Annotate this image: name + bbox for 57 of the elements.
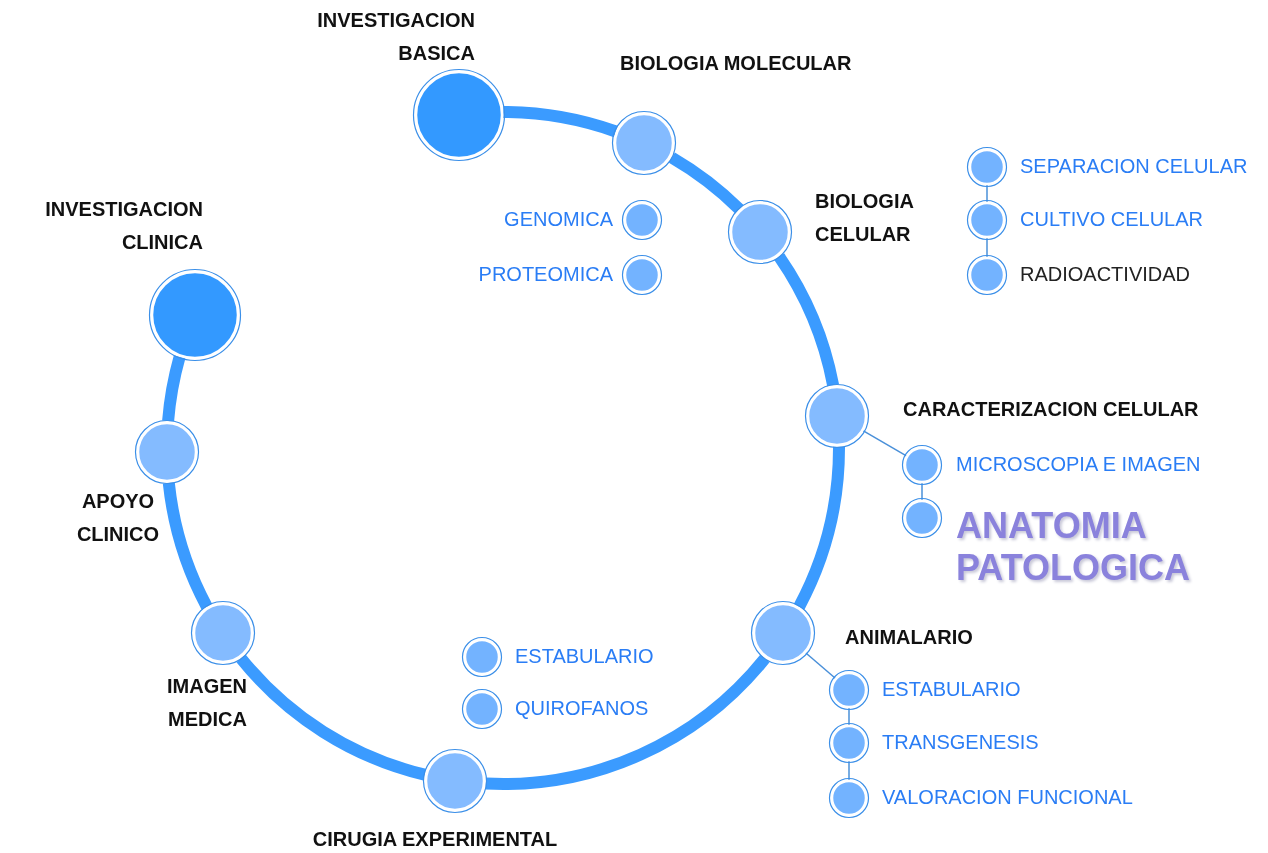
circle-node	[804, 382, 871, 449]
connector-line	[986, 237, 988, 258]
ring-arc	[236, 654, 427, 781]
node-caption: SEPARACION CELULAR	[1020, 154, 1248, 179]
node-caption: ESTABULARIO	[882, 677, 1021, 702]
circle-node	[828, 722, 870, 764]
connector-line	[921, 482, 923, 501]
circle-node	[411, 67, 506, 162]
circle-node	[901, 444, 943, 486]
node-caption: BIOLOGIA MOLECULAR	[620, 51, 852, 76]
node-caption: TRANSGENESIS	[882, 730, 1039, 755]
circle-node	[828, 669, 870, 711]
node-caption: PROTEOMICA	[478, 262, 613, 287]
ring-arc	[162, 355, 186, 422]
ring-arc	[162, 482, 213, 610]
circle-node	[461, 636, 503, 678]
connector-line	[986, 184, 988, 203]
node-caption: GENOMICA	[504, 207, 613, 232]
circle-node	[422, 747, 489, 814]
connector-line	[848, 760, 850, 781]
circle-node	[828, 777, 870, 819]
circle-node	[189, 600, 256, 667]
connector-line	[805, 652, 837, 680]
node-caption: CIRUGIA EXPERIMENTAL	[311, 827, 559, 852]
node-caption: INVESTIGACION BASICA	[316, 8, 475, 66]
connector-line	[862, 430, 908, 457]
node-caption: APOYO CLINICO	[75, 489, 161, 547]
node-caption: INVESTIGACION CLINICA	[44, 197, 203, 255]
node-caption: BIOLOGIA CELULAR	[815, 189, 915, 247]
node-caption: RADIOACTIVIDAD	[1020, 262, 1191, 287]
ring-arc	[774, 253, 839, 387]
circle-node	[147, 267, 242, 362]
ring-arc	[503, 106, 618, 138]
circle-node	[134, 419, 200, 486]
circle-node	[966, 199, 1008, 241]
node-caption: VALORACION FUNCIONAL	[882, 785, 1133, 810]
node-caption: MICROSCOPIA E IMAGEN	[956, 452, 1201, 477]
node-caption: ANATOMIA PATOLOGICA	[956, 505, 1191, 589]
node-caption: IMAGEN MEDICA	[166, 674, 247, 732]
circle-node	[621, 254, 663, 296]
circle-node	[966, 254, 1008, 296]
node-caption: ANIMALARIO	[845, 625, 973, 650]
ring-arc	[793, 446, 845, 610]
circle-node	[750, 600, 817, 667]
node-caption: ESTABULARIO	[515, 644, 654, 669]
node-caption: CULTIVO CELULAR	[1020, 207, 1203, 232]
circle-node	[611, 110, 678, 177]
circle-node	[901, 497, 943, 539]
node-caption: QUIROFANOS	[515, 696, 649, 721]
circle-node	[966, 146, 1008, 188]
ring-arc	[668, 152, 744, 214]
circle-node	[621, 199, 663, 241]
node-caption: CARACTERIZACION CELULAR	[903, 397, 1199, 422]
ring-arc	[485, 654, 770, 790]
circle-node	[461, 688, 503, 730]
connector-line	[848, 707, 850, 726]
circle-node	[727, 199, 794, 265]
